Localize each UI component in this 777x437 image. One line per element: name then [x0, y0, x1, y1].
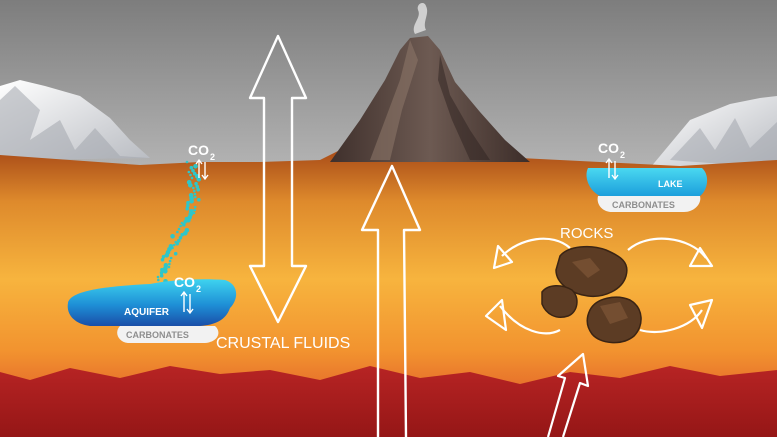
- left-mountain: [0, 80, 150, 160]
- crustal-fluids-label: CRUSTAL FLUIDS: [216, 335, 350, 352]
- rock-cycle-arrow-bottom-left: [499, 305, 561, 335]
- lake-label: LAKE: [658, 179, 683, 189]
- co2-bubble: [185, 160, 189, 164]
- co2-label-left: CO 2: [188, 142, 215, 181]
- co2-label-lake: CO 2: [598, 140, 625, 181]
- co2-bubble: [159, 273, 164, 278]
- co2-bubble: [192, 171, 197, 176]
- co2-bubble: [178, 235, 183, 240]
- arrowhead-right: [688, 298, 714, 330]
- rock-cycle-arrow-top-left: [501, 237, 571, 257]
- magma-upward-arrow: [360, 164, 422, 437]
- rocks-label: ROCKS: [560, 225, 613, 242]
- co2-bubble: [192, 211, 196, 215]
- co2-text: CO: [188, 142, 209, 158]
- aquifer-carbonates-label: CARBONATES: [126, 330, 189, 340]
- co2-bubble: [194, 181, 198, 186]
- co2-bubble: [187, 170, 191, 174]
- co2-bubble: [186, 200, 190, 205]
- co2-bubble: [170, 234, 175, 239]
- co2-bubble: [185, 206, 189, 211]
- co2-bubble: [172, 243, 176, 247]
- co2-bubble: [179, 224, 182, 228]
- co2-bubble: [168, 262, 171, 266]
- co2-bubble: [193, 189, 196, 193]
- exchange-arrows-icon: [180, 290, 194, 315]
- co2-bubble: [177, 238, 181, 243]
- co2-bubble: [195, 184, 200, 189]
- lake: [586, 168, 708, 212]
- co2-bubble: [157, 278, 160, 282]
- arrowhead-top-right: [688, 246, 714, 268]
- co2-bubble: [188, 183, 193, 188]
- co2-bubble: [156, 275, 160, 279]
- co2-bubble: [160, 257, 165, 262]
- crustal-fluids-double-arrow: [248, 34, 308, 324]
- co2-bubble: [193, 208, 197, 212]
- exchange-arrows-icon: [195, 158, 209, 181]
- co2-subscript: 2: [620, 150, 625, 160]
- right-mountain: [650, 96, 777, 168]
- co2-bubble: [160, 267, 164, 272]
- co2-bubble: [193, 205, 197, 209]
- co2-bubble: [183, 231, 188, 236]
- arrowhead-top-left: [492, 244, 514, 270]
- co2-bubble: [167, 265, 171, 269]
- lake-carbonates-layer: [597, 196, 701, 212]
- exchange-arrows-icon: [605, 157, 619, 181]
- rocks-cluster: [541, 245, 642, 344]
- co2-bubble: [192, 186, 195, 190]
- co2-text: CO: [174, 274, 195, 290]
- co2-bubble-stream: [156, 160, 202, 284]
- co2-bubble: [196, 177, 202, 182]
- co2-bubble: [189, 199, 194, 204]
- co2-bubble: [191, 168, 195, 173]
- co2-bubble: [193, 192, 197, 196]
- aquifer-carbonates-layer: [117, 326, 219, 343]
- co2-bubble: [168, 259, 172, 263]
- lake-carbonates-label: CARBONATES: [612, 200, 675, 210]
- co2-subscript: 2: [196, 284, 201, 294]
- co2-text: CO: [598, 140, 619, 156]
- co2-bubble: [159, 270, 164, 275]
- co2-bubble: [196, 187, 200, 192]
- co2-bubble: [171, 246, 174, 250]
- aquifer-label: AQUIFER: [124, 307, 170, 318]
- co2-bubble: [193, 164, 198, 169]
- crust-layer: [0, 150, 777, 437]
- co2-bubble: [186, 203, 190, 208]
- mantle-to-rocks-arrow: [546, 352, 590, 437]
- co2-bubble: [194, 195, 197, 199]
- co2-bubble: [173, 251, 178, 256]
- co2-bubble: [169, 256, 173, 260]
- co2-bubble: [176, 230, 179, 234]
- co2-bubble: [182, 222, 186, 227]
- co2-label-aquifer: CO 2: [174, 274, 201, 315]
- co2-bubble: [190, 176, 194, 180]
- co2-bubble: [189, 165, 194, 170]
- co2-bubble: [186, 218, 191, 223]
- co2-bubble: [197, 197, 201, 202]
- co2-bubble: [175, 241, 179, 246]
- rock-cycle-arrow-top-right: [627, 237, 707, 259]
- co2-bubble: [189, 173, 192, 177]
- co2-subscript: 2: [210, 152, 215, 162]
- arrowhead-left: [484, 298, 508, 332]
- co2-bubble: [161, 254, 166, 259]
- co2-bubble: [163, 269, 168, 274]
- co2-bubble: [164, 253, 170, 258]
- volcano: [330, 3, 530, 162]
- smoke: [413, 3, 428, 35]
- co2-bubble: [183, 219, 187, 224]
- rock-cycle-arrow-bottom-right: [639, 309, 703, 334]
- aquifer: [67, 279, 237, 343]
- co2-bubble: [177, 227, 181, 231]
- rock-cycle-arrows: [484, 237, 714, 335]
